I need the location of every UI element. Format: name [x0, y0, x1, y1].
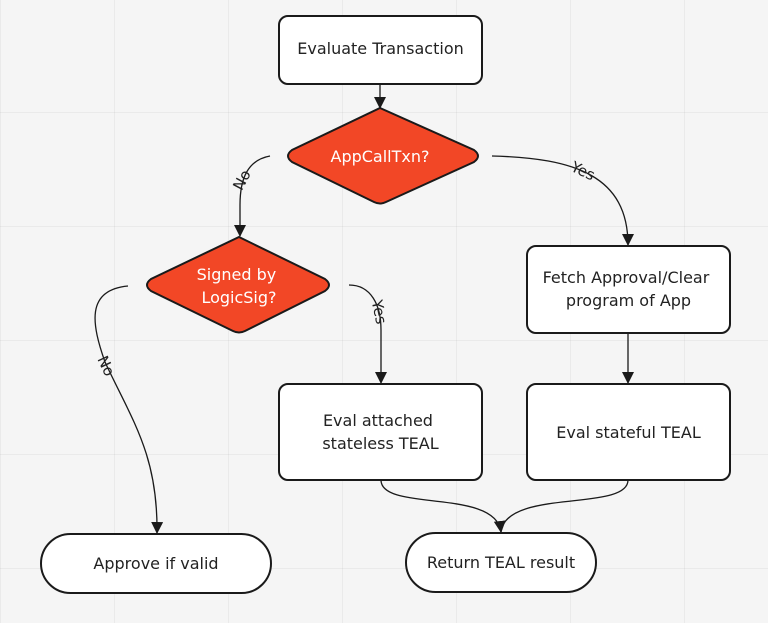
edge-logicsig-no: [94, 285, 164, 534]
edge-label-appcall-yes: Yes: [567, 157, 598, 184]
node-label-line-1: Signed by: [197, 265, 277, 284]
edge-label-logicsig-yes: Yes: [367, 297, 390, 326]
edge-label-appcall-no: No: [229, 167, 254, 193]
edge-label-logicsig-no: No: [94, 353, 119, 379]
node-signed-by-logicsig-decision[interactable]: Signed by LogicSig?: [146, 235, 330, 334]
node-label-line-2: LogicSig?: [201, 288, 276, 307]
node-label: Return TEAL result: [427, 553, 575, 572]
svg-text:Return TEAL result: Return TEAL result: [427, 553, 575, 572]
edge-logicsig-yes: [348, 284, 387, 384]
node-label-line-1: Eval attached: [323, 411, 433, 430]
node-label-line-1: Fetch Approval/Clear: [543, 268, 710, 287]
node-return-teal-result[interactable]: Return TEAL result: [405, 532, 597, 593]
node-label: AppCallTxn?: [331, 147, 430, 166]
svg-text:Eval attached stateles: Eval attached stateless TEAL: [322, 411, 438, 453]
svg-text:Signed by LogicSig?: Signed by LogicSig?: [197, 265, 282, 307]
svg-text:Approve if valid: Approve if valid: [93, 554, 218, 573]
node-eval-stateless-teal[interactable]: Eval attached stateless TEAL: [278, 383, 483, 481]
node-label-line-2: program of App: [566, 291, 691, 310]
svg-text:Eval stateful TEAL: Eval stateful TEAL: [556, 423, 701, 442]
edge-stateless-to-result: [380, 479, 506, 533]
svg-text:Fetch Approval/Clear p: Fetch Approval/Clear program of App: [543, 268, 715, 310]
node-fetch-program[interactable]: Fetch Approval/Clear program of App: [526, 245, 731, 334]
node-label: Evaluate Transaction: [297, 39, 464, 58]
edge-appcall-no: [234, 155, 271, 237]
node-label-line-2: stateless TEAL: [322, 434, 438, 453]
node-label: Eval stateful TEAL: [556, 423, 701, 442]
edge-stateful-to-result: [500, 479, 629, 533]
node-evaluate-transaction[interactable]: Evaluate Transaction: [278, 15, 483, 85]
node-eval-stateful-teal[interactable]: Eval stateful TEAL: [526, 383, 731, 481]
node-label: Approve if valid: [93, 554, 218, 573]
node-appcalltxn-decision[interactable]: AppCallTxn?: [287, 106, 479, 205]
svg-text:AppCallTxn?: AppCallTxn?: [331, 147, 430, 166]
node-approve-if-valid[interactable]: Approve if valid: [40, 533, 272, 594]
svg-text:Evaluate Transaction: Evaluate Transaction: [297, 39, 464, 58]
edge-appcall-yes: [491, 155, 634, 246]
